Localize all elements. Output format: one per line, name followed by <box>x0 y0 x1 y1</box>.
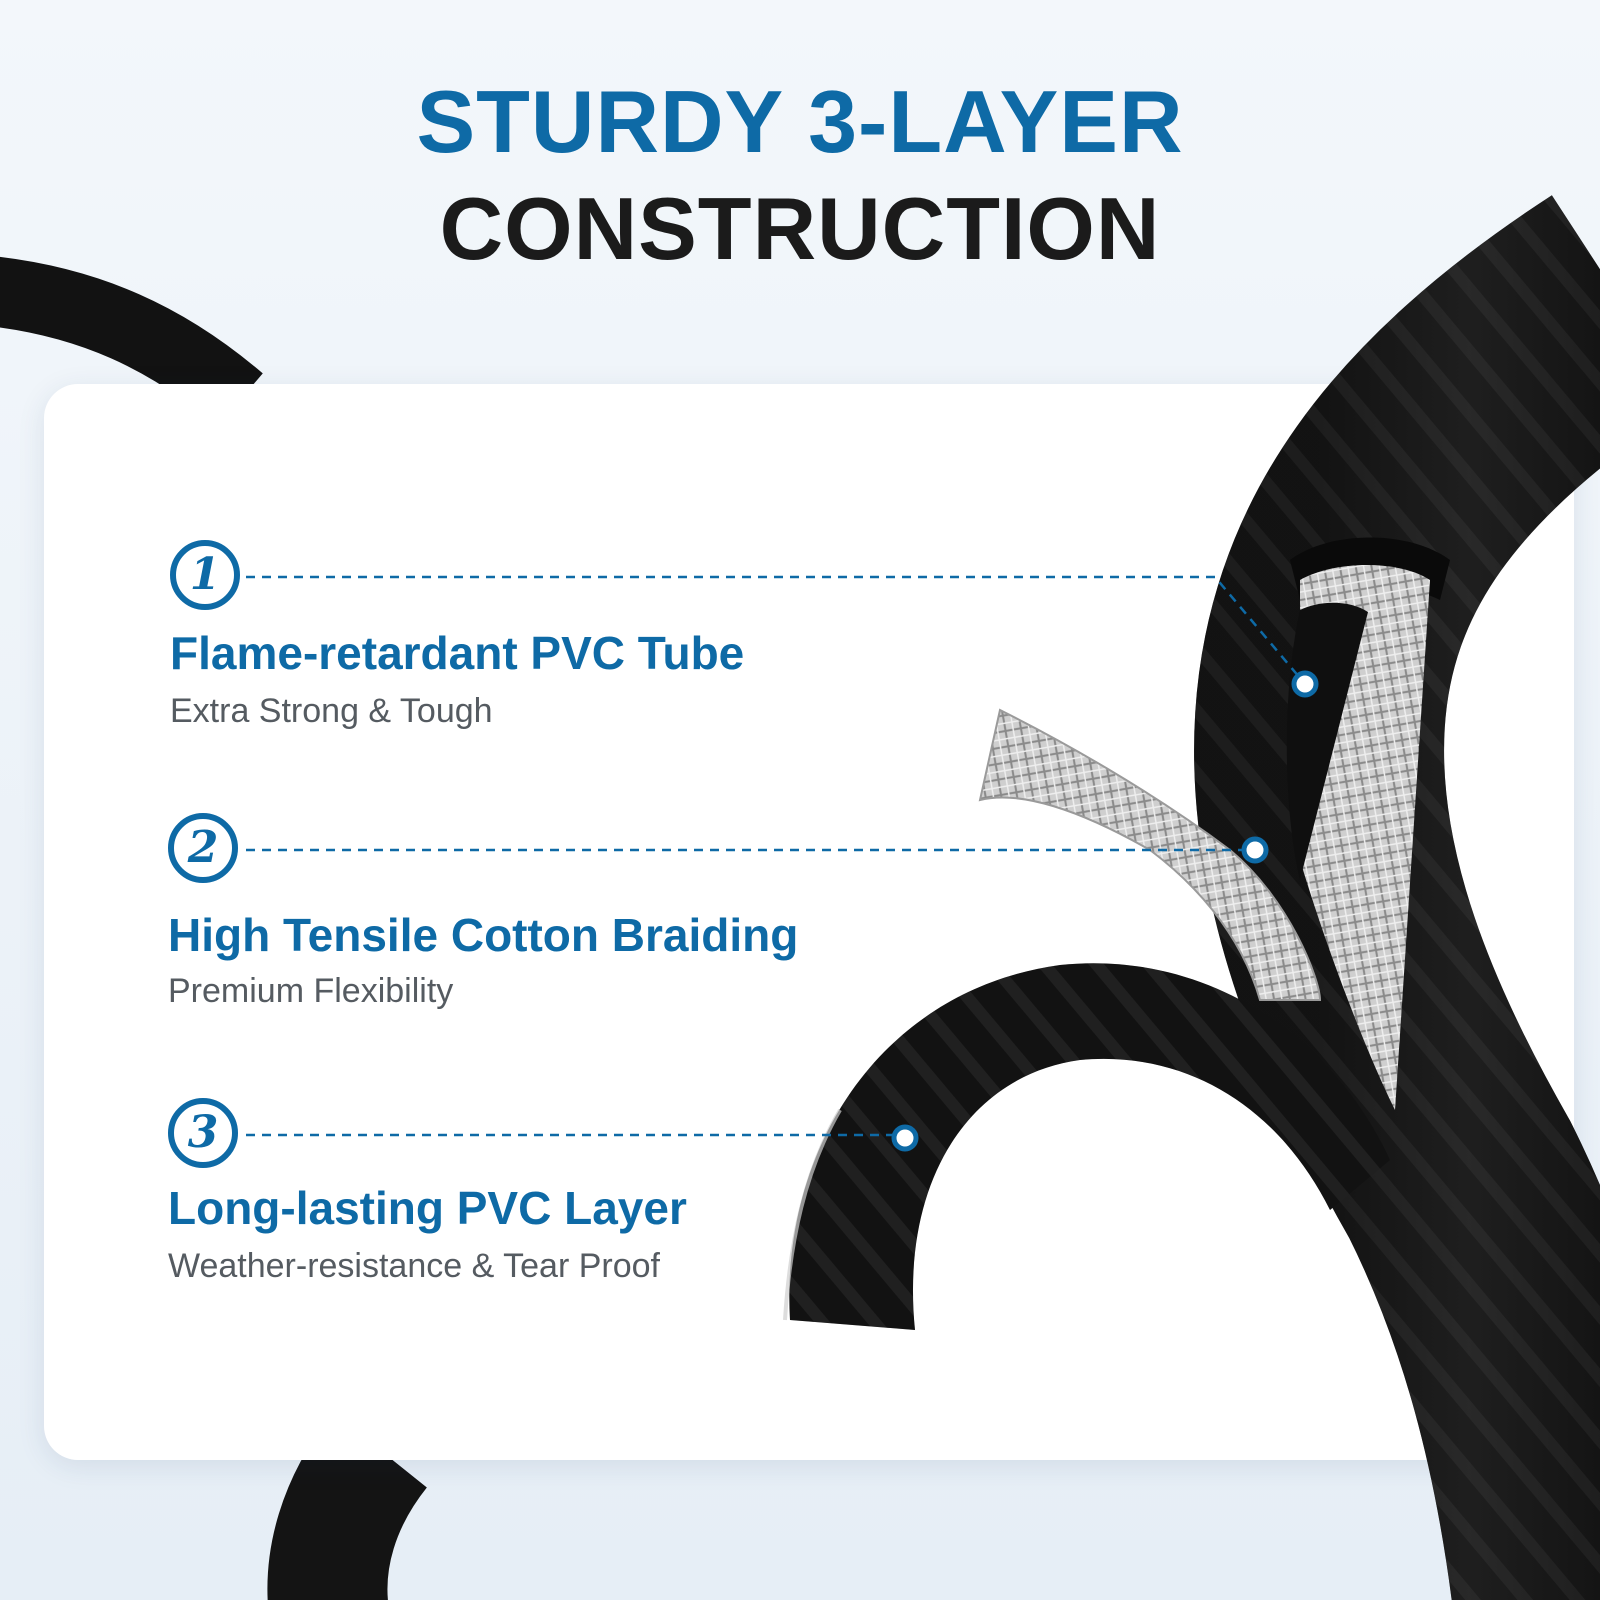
feature-1-title: Flame-retardant PVC Tube <box>170 627 745 679</box>
feature-3-subtitle: Weather-resistance & Tear Proof <box>168 1247 660 1285</box>
feature-3-title: Long-lasting PVC Layer <box>168 1182 687 1234</box>
number-badge-3: 3 <box>168 1098 238 1168</box>
number-badge-2: 2 <box>168 813 238 883</box>
feature-1-subtitle: Extra Strong & Tough <box>170 692 493 730</box>
feature-2-subtitle: Premium Flexibility <box>168 972 454 1010</box>
headline-line-2: CONSTRUCTION <box>439 179 1161 278</box>
headline-line-1: STURDY 3-LAYER <box>416 72 1184 171</box>
number-badge-1: 1 <box>170 540 240 610</box>
headline: STURDY 3-LAYER CONSTRUCTION <box>0 70 1600 284</box>
feature-2-title: High Tensile Cotton Braiding <box>168 909 799 961</box>
